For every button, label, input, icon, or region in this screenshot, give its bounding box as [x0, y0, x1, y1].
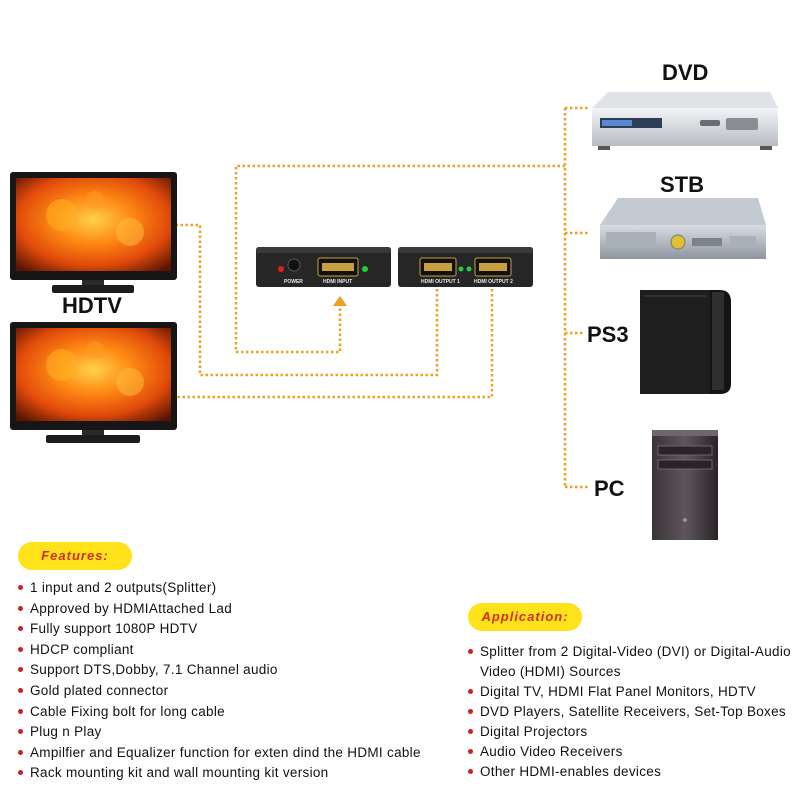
application-title: Application:: [468, 603, 582, 631]
list-item: Support DTS,Dobby, 7.1 Channel audio: [18, 660, 458, 681]
list-item: Digital Projectors: [468, 722, 793, 742]
list-item: Audio Video Receivers: [468, 742, 793, 762]
dvd-label: DVD: [662, 60, 708, 85]
list-item: Digital TV, HDMI Flat Panel Monitors, HD…: [468, 682, 793, 702]
list-item: Plug n Play: [18, 722, 458, 743]
application-list: Splitter from 2 Digital-Video (DVI) or D…: [468, 642, 793, 782]
splitter-input-unit: POWER HDMI INPUT: [256, 247, 391, 287]
list-item: Ampilfier and Equalizer function for ext…: [18, 743, 458, 764]
hdmi-input-label: HDMI INPUT: [323, 279, 352, 285]
pc-tower: [652, 430, 718, 540]
set-top-box: [600, 198, 766, 259]
hdmi-output2-label: HDMI OUTPUT 2: [474, 279, 513, 285]
hdtv-label: HDTV: [62, 293, 122, 318]
list-item: 1 input and 2 outputs(Splitter): [18, 578, 458, 599]
features-title: Features:: [18, 542, 132, 570]
dvd-player: [592, 92, 778, 150]
cable-lines: [176, 106, 590, 489]
splitter-output-unit: HDMI OUTPUT 1 HDMI OUTPUT 2: [398, 247, 533, 287]
power-label: POWER: [284, 279, 303, 285]
list-item: Approved by HDMIAttached Lad: [18, 599, 458, 620]
list-item: Cable Fixing bolt for long cable: [18, 702, 458, 723]
pc-label: PC: [594, 476, 625, 501]
connection-diagram: HDTV POWER HDMI INPUT HDMI OUTPUT 1 HDMI…: [10, 60, 778, 540]
list-item: Splitter from 2 Digital-Video (DVI) or D…: [468, 642, 793, 682]
list-item: HDCP compliant: [18, 640, 458, 661]
ps3-console: [640, 290, 731, 394]
features-list: 1 input and 2 outputs(Splitter) Approved…: [18, 578, 458, 784]
list-item: Fully support 1080P HDTV: [18, 619, 458, 640]
stb-label: STB: [660, 172, 704, 197]
output2-to-hdtv2-cable: [176, 284, 494, 399]
list-item: Rack mounting kit and wall mounting kit …: [18, 763, 458, 784]
source-to-input-cable: [234, 164, 565, 354]
hdmi-output1-label: HDMI OUTPUT 1: [421, 279, 460, 285]
ps3-label: PS3: [587, 322, 629, 347]
input-arrow: [333, 296, 347, 306]
list-item: DVD Players, Satellite Receivers, Set-To…: [468, 702, 793, 722]
hdtv-top: [10, 172, 177, 293]
list-item: Gold plated connector: [18, 681, 458, 702]
output1-to-hdtv1-cable: [176, 223, 439, 377]
hdtv-bottom: [10, 322, 177, 443]
list-item: Other HDMI-enables devices: [468, 762, 793, 782]
